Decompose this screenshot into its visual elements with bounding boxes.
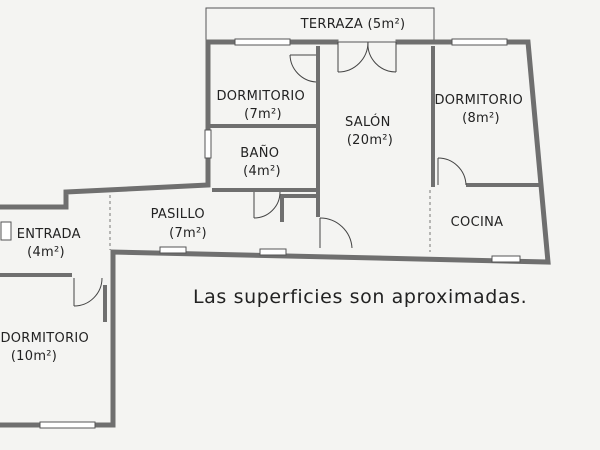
window: [0, 221, 12, 241]
room-label-terraza: TERRAZA (5m²): [300, 17, 406, 32]
interior-walls: [0, 46, 542, 322]
room-label-bano: BAÑO (4m²): [240, 145, 283, 179]
bedroom-10-door: [73, 277, 103, 307]
windows: [0, 38, 521, 429]
room-label-dormitorio-8: DORMITORIO (8m²): [434, 93, 527, 126]
area-boundaries: [109, 190, 431, 252]
approximate-areas-note: Las superficies son aproximadas.: [193, 286, 528, 308]
room-label-entrada: ENTRADA (4m²): [17, 227, 86, 260]
bedroom-8-door: [437, 157, 467, 186]
doors: [73, 41, 467, 307]
room-labels: TERRAZA (5m²) DORMITORIO (7m²) SALÓN (20…: [0, 17, 527, 364]
room-label-dormitorio-7: DORMITORIO (7m²): [216, 89, 309, 122]
window: [39, 421, 96, 429]
room-label-pasillo: PASILLO (7m²): [151, 207, 210, 241]
room-label-salon: SALÓN (20m²): [345, 114, 395, 148]
window: [204, 129, 212, 159]
hallway-door: [319, 217, 353, 249]
bedroom-7-door: [289, 54, 317, 83]
window: [159, 246, 187, 254]
terrace-door: [337, 41, 397, 73]
window: [234, 38, 291, 46]
window: [451, 38, 508, 46]
window: [491, 255, 521, 263]
room-label-dormitorio-10: DORMITORIO (10m²): [0, 331, 93, 364]
bathroom-door: [253, 191, 281, 219]
window: [259, 248, 287, 256]
room-label-cocina: COCINA: [451, 215, 504, 230]
